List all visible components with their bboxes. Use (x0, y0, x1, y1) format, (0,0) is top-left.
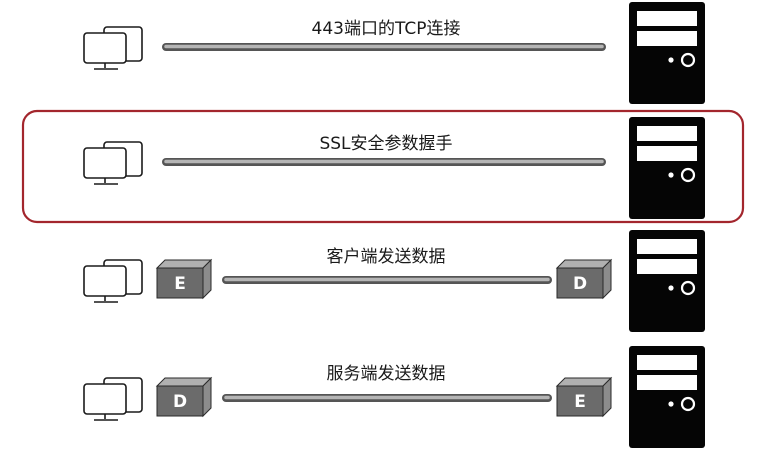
step-label-tcp: 443端口的TCP连接 (311, 19, 461, 39)
connector-line (222, 394, 552, 402)
box-letter: E (174, 274, 186, 294)
box-letter: D (573, 274, 587, 294)
highlight-frame (21, 109, 745, 224)
client-computer-icon (83, 141, 143, 185)
server-tower-icon (629, 346, 705, 448)
client-cube-box-icon: E (155, 258, 213, 300)
server-tower-icon (629, 117, 705, 219)
step-label-server-send: 服务端发送数据 (326, 364, 446, 384)
step-label-client-send: 客户端发送数据 (326, 247, 446, 267)
step-row-server-send: D E (83, 346, 705, 448)
server-tower-icon (629, 2, 705, 104)
client-cube-box-icon: D (155, 376, 213, 418)
step-row-tcp (83, 2, 705, 104)
box-letter: D (173, 392, 187, 412)
client-computer-icon (83, 26, 143, 70)
server-tower-icon (629, 230, 705, 332)
step-label-ssl-handshake: SSL安全参数握手 (319, 134, 453, 154)
client-computer-icon (83, 259, 143, 303)
server-cube-box-icon: D (555, 258, 613, 300)
step-row-client-send: E D (83, 230, 705, 332)
client-computer-icon (83, 377, 143, 421)
server-cube-box-icon: E (555, 376, 613, 418)
connector-line (162, 43, 606, 51)
connector-line (222, 276, 552, 284)
connector-line (162, 158, 606, 166)
box-letter: E (574, 392, 586, 412)
step-row-ssl-handshake (83, 117, 705, 219)
